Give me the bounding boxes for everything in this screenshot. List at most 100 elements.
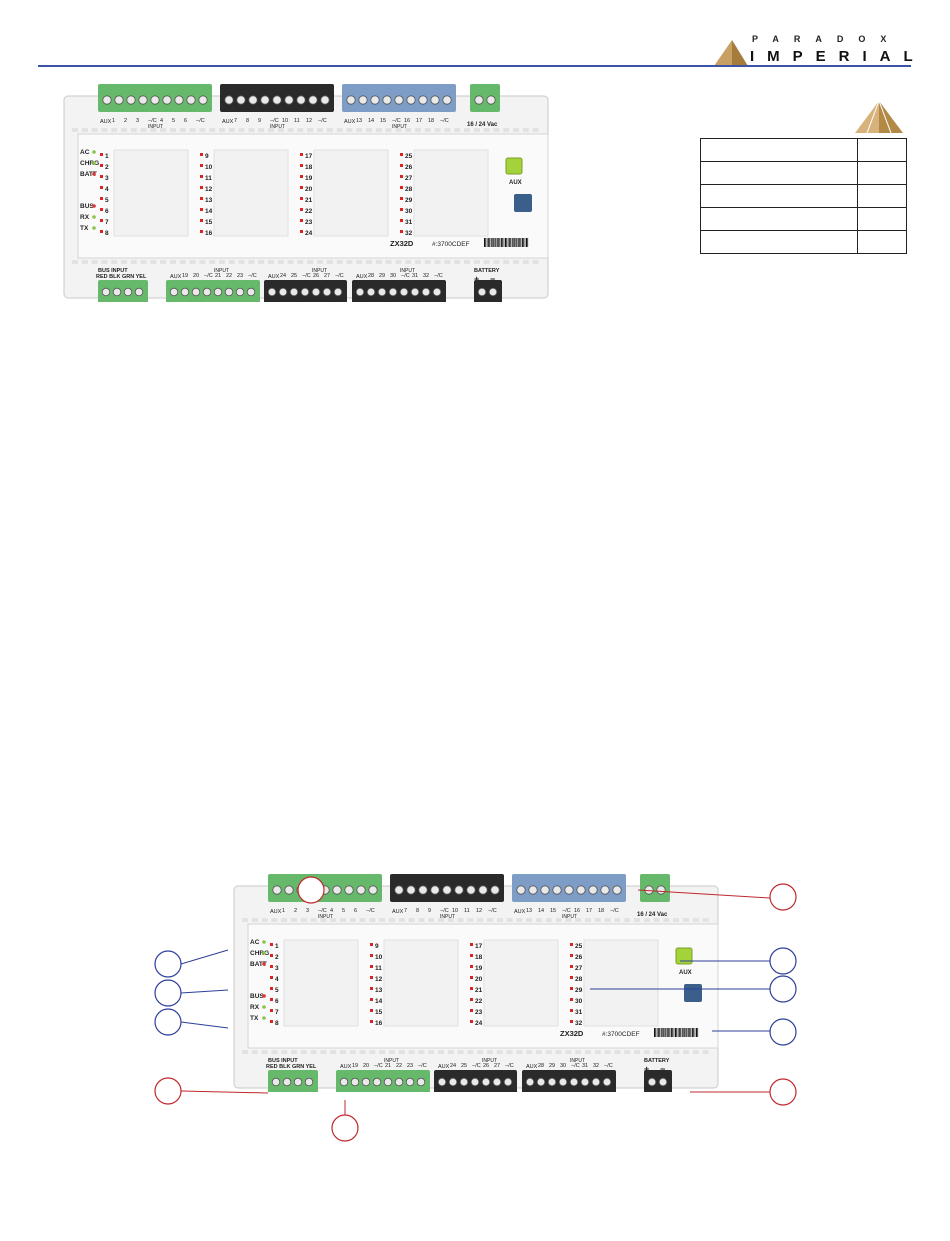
terminal-block (336, 1070, 430, 1092)
terminal-label: −/C (392, 118, 401, 124)
zone-number: 5 (275, 987, 279, 994)
zone-window (383, 939, 459, 1027)
zone-number: 21 (475, 987, 483, 994)
vent-fin (291, 1050, 297, 1054)
terminal-screw (406, 885, 416, 895)
terminal-screw (289, 287, 299, 297)
zone-number: 24 (475, 1020, 483, 1027)
vent-fin (101, 128, 108, 132)
pyramid-icon (855, 100, 903, 134)
vent-fin (140, 128, 147, 132)
status-led-label: RX (250, 1004, 260, 1011)
vent-fin (91, 260, 98, 264)
terminal-label: 13 (356, 118, 362, 124)
zone-number: 19 (305, 175, 313, 182)
zone-led (370, 976, 373, 979)
zone-led (570, 954, 573, 957)
zone-led (100, 230, 103, 233)
callout-circle (154, 950, 182, 978)
vent-fin (209, 128, 216, 132)
zone-number: 12 (375, 976, 383, 983)
vent-fin (287, 128, 294, 132)
vent-fin (415, 128, 421, 132)
zone-led (300, 208, 303, 211)
barcode-bar (496, 238, 498, 247)
vent-fin (251, 1050, 258, 1054)
zone-led (370, 998, 373, 1001)
vent-fin (673, 918, 680, 922)
terminal-label: 13 (526, 908, 532, 914)
vent-fin (349, 918, 356, 922)
input-label: INPUT (214, 268, 229, 274)
barcode-bar (513, 238, 515, 247)
barcode-bar (520, 238, 522, 247)
zone-led (200, 208, 203, 211)
terminal-label: 14 (538, 908, 544, 914)
zone-led (570, 998, 573, 1001)
terminal-screw (333, 287, 343, 297)
vent-fin (228, 128, 235, 132)
barcode-bar (697, 1028, 699, 1037)
terminal-label: −/C (571, 1063, 580, 1069)
vent-fin (477, 1050, 484, 1054)
vent-fin (536, 1050, 542, 1054)
barcode-bar (680, 1028, 682, 1037)
zone-number: 29 (405, 197, 413, 204)
terminal-screw (198, 95, 208, 105)
terminal-screw (394, 95, 404, 105)
vent-fin (555, 918, 562, 922)
vent-fin (281, 1050, 288, 1054)
terminal-screw (112, 287, 122, 297)
terminal-screw (394, 885, 404, 895)
zone-led (300, 197, 303, 200)
barcode-bar (676, 1028, 678, 1037)
paradox-imperial-logo: PARADOX IMPERIAL (712, 34, 913, 68)
vent-fin (467, 1050, 474, 1054)
terminal-label: −/C (401, 273, 410, 279)
vent-fin (291, 918, 297, 922)
barcode-bar (492, 238, 494, 247)
terminal-screw (101, 287, 111, 297)
vent-fin (317, 128, 323, 132)
terminal-block (268, 1070, 318, 1092)
barcode-bar (690, 1028, 692, 1037)
header-rule (38, 65, 911, 67)
zone-led (200, 186, 203, 189)
barcode-bar (691, 1028, 693, 1037)
barcode-bar (485, 238, 487, 247)
barcode-bar (654, 1028, 656, 1037)
vent-fin (81, 260, 88, 264)
input-label: INPUT (148, 124, 163, 130)
zone-led (300, 175, 303, 178)
spec-table-row (700, 138, 907, 162)
vent-fin (375, 128, 382, 132)
model-label: ZX32D (390, 239, 414, 248)
zone-number: 17 (305, 153, 313, 160)
vent-fin (297, 260, 304, 264)
terminal-block (470, 84, 500, 112)
vent-fin (447, 1050, 454, 1054)
zone-number: 32 (405, 230, 413, 237)
vent-fin (594, 1050, 601, 1054)
terminal-screw (656, 885, 666, 895)
terminal-screw (356, 885, 366, 895)
callout-circle (769, 883, 797, 911)
vent-fin (340, 1050, 346, 1054)
vent-fin (438, 918, 444, 922)
vent-fin (330, 918, 337, 922)
barcode-bar (662, 1028, 664, 1037)
zone-number: 22 (475, 998, 483, 1005)
vent-fin (359, 918, 366, 922)
barcode-bar (669, 1028, 671, 1037)
barcode-bar (521, 238, 523, 247)
barcode-bar (503, 238, 505, 247)
barcode-bar (489, 238, 491, 247)
barcode-bar (665, 1028, 666, 1037)
terminal-screw (466, 885, 476, 895)
vent-fin (340, 918, 346, 922)
barcode-bar (666, 1028, 668, 1037)
vent-fin (526, 918, 533, 922)
vent-fin (336, 128, 343, 132)
aux-label: AUX (514, 909, 526, 915)
zone-number: 28 (575, 976, 583, 983)
